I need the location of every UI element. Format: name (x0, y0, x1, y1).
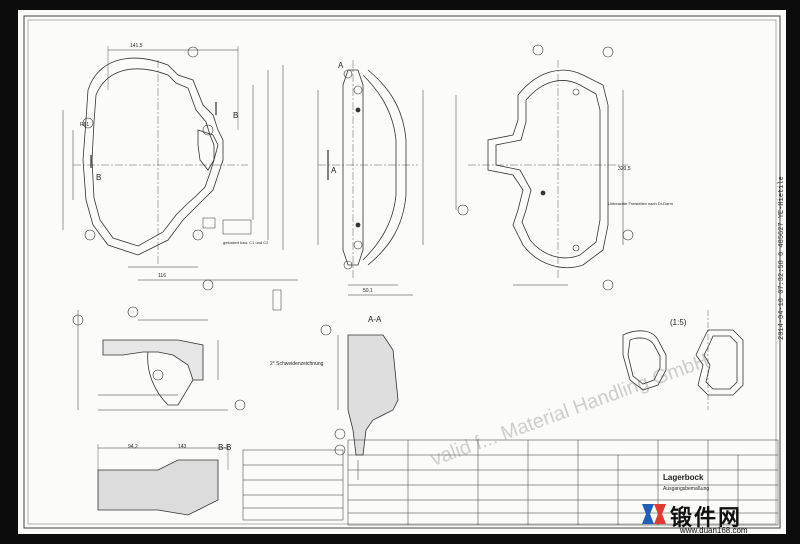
logo-name: 锻件网 (670, 505, 743, 530)
dim-label: 141,5 (130, 43, 143, 49)
dim-label: 50,1 (363, 288, 373, 294)
section-aa-label: A-A (368, 315, 382, 324)
cut-marker-b: B (233, 111, 238, 120)
cut-marker-a-top: A (338, 61, 344, 70)
cut-marker-a: A (331, 166, 337, 175)
section-bb-label: B-B (218, 443, 231, 452)
view-front-profile (62, 46, 298, 311)
site-logo: 锻件网 www.duan168.com (640, 500, 780, 536)
title-block-sub: Ausgangsbemaßung (663, 486, 709, 492)
dim-label: R61 (80, 122, 89, 128)
detail-scale-label: (1:5) (670, 318, 687, 327)
cut-marker-b-left: B (96, 173, 101, 182)
title-block (242, 439, 779, 526)
logo-url: www.duan168.com (680, 526, 748, 535)
technical-drawing: A-A B-B (1:5) B B A A 141,5 R61 116 50,1… (23, 15, 781, 529)
dim-label: 320,5 (618, 166, 631, 172)
dim-label: 143 (178, 444, 187, 450)
sheet-border (23, 15, 781, 529)
view-aa-section (320, 324, 399, 480)
title-block-name: Lagerbock (663, 473, 704, 482)
dim-label: 116 (158, 273, 166, 279)
view-detail-flat (622, 310, 744, 410)
weld-note: 2° Schweidenzeichnung (270, 361, 324, 367)
dim-label: 94,2 (128, 444, 138, 450)
sheet-note: gefordert bzw. C1 und C2 (223, 240, 269, 245)
view-section-detail (72, 306, 246, 411)
view-right-elevation (455, 44, 634, 291)
flat-note: Unbeachte Freistellen nach DI-Darm (608, 201, 674, 206)
logo-mark-icon (642, 504, 666, 524)
view-bb-section (97, 444, 229, 516)
view-side-elevation (317, 60, 424, 296)
drawing-sheet: A-A B-B (1:5) B B A A 141,5 R61 116 50,1… (18, 10, 786, 534)
vertical-stamp: 2014-04-10 07:32:58 0 485627 YE-Hietile (778, 176, 786, 340)
